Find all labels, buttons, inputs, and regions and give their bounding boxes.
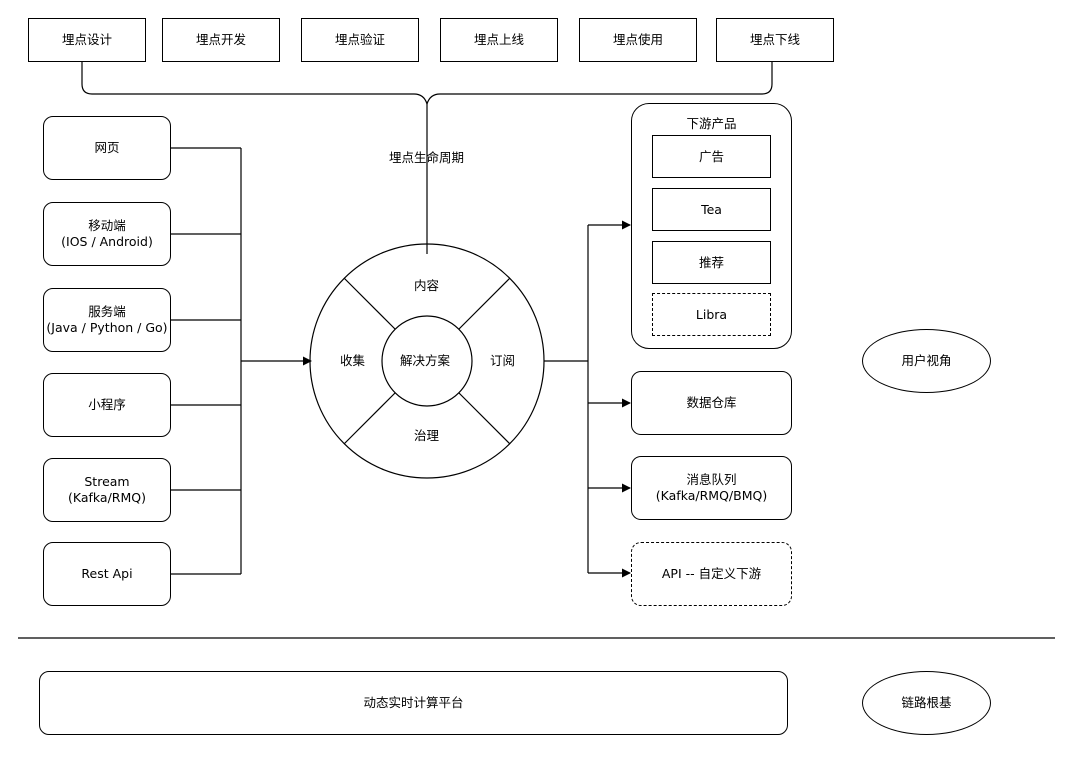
downstream-item-recommend: 推荐 (652, 241, 771, 284)
source-server: 服务端 (Java / Python / Go) (43, 288, 171, 352)
source-rest-api: Rest Api (43, 542, 171, 606)
realtime-platform-bar: 动态实时计算平台 (39, 671, 788, 735)
hub-right-label: 订阅 (490, 353, 516, 368)
lifecycle-stage-release: 埋点上线 (440, 18, 558, 62)
lifecycle-stage-develop: 埋点开发 (162, 18, 280, 62)
target-custom-api: API -- 自定义下游 (631, 542, 792, 606)
downstream-item-libra: Libra (652, 293, 771, 336)
hub-bottom-label: 治理 (414, 428, 440, 443)
lifecycle-brace (81, 62, 773, 107)
lifecycle-stage-verify: 埋点验证 (301, 18, 419, 62)
hub-left-label: 收集 (340, 353, 366, 368)
downstream-products-title: 下游产品 (686, 116, 737, 131)
hub-center-label: 解决方案 (400, 353, 451, 368)
hub-inner-circle (381, 315, 473, 407)
source-miniprogram: 小程序 (43, 373, 171, 437)
target-message-queue: 消息队列 (Kafka/RMQ/BMQ) (631, 456, 792, 520)
hub-top-label: 内容 (414, 278, 440, 293)
lifecycle-stage-design: 埋点设计 (28, 18, 146, 62)
source-web: 网页 (43, 116, 171, 180)
lifecycle-stage-offline: 埋点下线 (716, 18, 834, 62)
lifecycle-label: 埋点生命周期 (389, 150, 465, 165)
target-data-warehouse: 数据仓库 (631, 371, 792, 435)
hub-outer-circle (309, 243, 545, 479)
source-mobile: 移动端 (IOS / Android) (43, 202, 171, 266)
downstream-item-ads: 广告 (652, 135, 771, 178)
source-stream: Stream (Kafka/RMQ) (43, 458, 171, 522)
lifecycle-stage-use: 埋点使用 (579, 18, 697, 62)
foundation-ellipse: 链路根基 (862, 671, 991, 735)
downstream-item-tea: Tea (652, 188, 771, 231)
user-view-ellipse: 用户视角 (862, 329, 991, 393)
